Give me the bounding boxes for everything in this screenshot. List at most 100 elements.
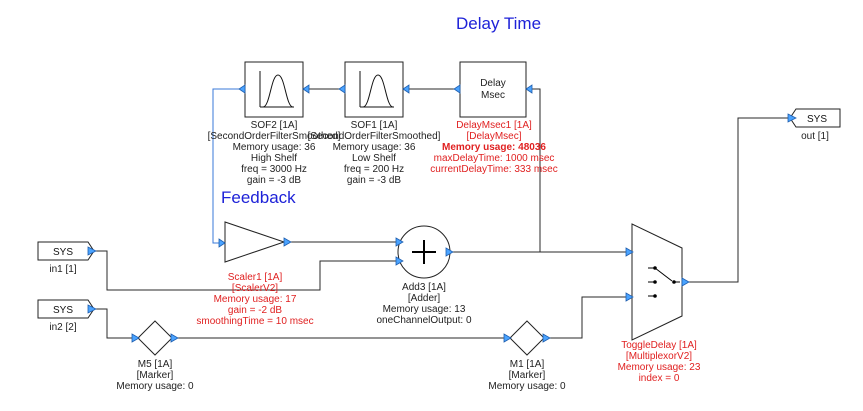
delay-memory: Memory usage: 48036 <box>442 142 546 153</box>
sof2-gain: gain = -3 dB <box>247 175 302 186</box>
delay-box-line1: Delay <box>480 78 506 89</box>
scaler-memory: Memory usage: 17 <box>214 294 297 305</box>
scaler-gain: gain = -2 dB <box>228 305 283 316</box>
m5-info: M5 [1A] [Marker] Memory usage: 0 <box>116 359 194 392</box>
toggle-input-port-1[interactable] <box>625 247 634 257</box>
adder-name: Add3 [1A] <box>402 282 446 293</box>
delay-box-line2: Msec <box>481 90 505 101</box>
m1-type: [Marker] <box>509 370 546 381</box>
wire-toggle-to-out <box>689 117 788 283</box>
input-in2[interactable]: SYS in2 [2] <box>37 299 97 333</box>
adder-input-port-2[interactable] <box>395 256 404 266</box>
toggle-input-port-2[interactable] <box>625 292 634 302</box>
sof2-input-port[interactable] <box>302 84 310 94</box>
m5-block[interactable]: M5 [1A] [Marker] Memory usage: 0 <box>116 320 194 392</box>
delay-info: DelayMsec1 [1A] [DelayMsec] Memory usage… <box>430 120 557 175</box>
m5-name: M5 [1A] <box>138 359 173 370</box>
scaler-output-port[interactable] <box>283 237 292 247</box>
sof1-block[interactable]: SOF1 [1A] [SecondOrderFilterSmoothed] Me… <box>308 61 441 186</box>
plus-icon <box>412 240 436 264</box>
toggle-trapezoid[interactable] <box>631 223 683 341</box>
m1-block[interactable]: M1 [1A] [Marker] Memory usage: 0 <box>488 320 566 392</box>
scaler-triangle[interactable] <box>224 221 286 263</box>
toggle-output-port[interactable] <box>681 277 690 287</box>
delay-time-title: Delay Time <box>456 14 541 33</box>
sof2-output-port[interactable] <box>238 84 246 94</box>
sof2-box[interactable] <box>244 61 304 118</box>
m1-memory: Memory usage: 0 <box>488 381 566 392</box>
scaler-smoothing: smoothingTime = 10 msec <box>196 316 313 327</box>
sof1-box[interactable] <box>344 61 404 118</box>
in2-label: in2 [2] <box>49 322 76 333</box>
sof2-type: [SecondOrderFilterSmoothed] <box>208 131 341 142</box>
sof1-input-port[interactable] <box>402 84 410 94</box>
toggle-memory: Memory usage: 23 <box>618 362 701 373</box>
scaler-input-port[interactable] <box>218 238 226 248</box>
adder-block[interactable]: Add3 [1A] [Adder] Memory usage: 13 oneCh… <box>376 225 472 326</box>
toggle-name: ToggleDelay [1A] <box>621 340 697 351</box>
m5-memory: Memory usage: 0 <box>116 381 194 392</box>
toggle-block[interactable]: ToggleDelay [1A] [MultiplexorV2] Memory … <box>618 223 701 384</box>
m1-diamond[interactable] <box>509 320 545 356</box>
adder-input-port-1[interactable] <box>395 237 404 247</box>
delay-name: DelayMsec1 [1A] <box>456 120 532 131</box>
sof2-info: SOF2 [1A] [SecondOrderFilterSmoothed] Me… <box>208 120 341 186</box>
scaler-block[interactable]: Scaler1 [1A] [ScalerV2] Memory usage: 17… <box>196 221 314 327</box>
m1-output-port[interactable] <box>542 333 551 343</box>
output-out[interactable]: SYS out [1] <box>787 108 841 142</box>
m5-type: [Marker] <box>137 370 174 381</box>
wire-m1-to-toggle <box>546 296 630 339</box>
in1-label: in1 [1] <box>49 264 76 275</box>
adder-info: Add3 [1A] [Adder] Memory usage: 13 oneCh… <box>376 282 472 326</box>
delay-current-time: currentDelayTime: 333 msec <box>430 164 557 175</box>
sof2-memory: Memory usage: 36 <box>233 142 316 153</box>
sof2-mode: High Shelf <box>251 153 297 164</box>
m1-info: M1 [1A] [Marker] Memory usage: 0 <box>488 359 566 392</box>
delay-type: [DelayMsec] <box>466 131 521 142</box>
in2-output-port[interactable] <box>87 304 97 314</box>
sof2-block[interactable]: SOF2 [1A] [SecondOrderFilterSmoothed] Me… <box>208 61 341 186</box>
wire-sof2-to-scaler <box>212 88 243 244</box>
sof1-memory: Memory usage: 36 <box>333 142 416 153</box>
sof1-gain: gain = -3 dB <box>347 175 402 186</box>
delay-max-time: maxDelayTime: 1000 msec <box>434 153 555 164</box>
toggle-type: [MultiplexorV2] <box>626 351 692 362</box>
bandpass-filter-icon <box>359 71 394 108</box>
switch-icon <box>648 266 680 298</box>
out-input-port[interactable] <box>787 113 797 123</box>
in1-terminal[interactable] <box>37 241 95 261</box>
in2-terminal[interactable] <box>37 299 95 319</box>
sof2-name: SOF2 [1A] <box>251 120 298 131</box>
m5-input-port[interactable] <box>131 333 140 343</box>
m5-output-port[interactable] <box>170 333 179 343</box>
m1-name: M1 [1A] <box>510 359 545 370</box>
wires <box>96 88 788 339</box>
sof1-name: SOF1 [1A] <box>351 120 398 131</box>
m1-input-port[interactable] <box>503 333 512 343</box>
scaler-type: [ScalerV2] <box>232 283 278 294</box>
delay-box[interactable] <box>459 61 527 118</box>
m5-diamond[interactable] <box>137 320 173 356</box>
scaler-name: Scaler1 [1A] <box>228 272 283 283</box>
sof1-mode: Low Shelf <box>352 153 396 164</box>
delay-input-port[interactable] <box>525 84 533 94</box>
delay-output-port[interactable] <box>453 84 461 94</box>
in1-output-port[interactable] <box>87 246 97 256</box>
in1-box-label: SYS <box>53 247 73 258</box>
wire-in1-to-adder <box>96 250 397 291</box>
out-label: out [1] <box>801 131 829 142</box>
toggle-info: ToggleDelay [1A] [MultiplexorV2] Memory … <box>618 340 701 384</box>
scaler-info: Scaler1 [1A] [ScalerV2] Memory usage: 17… <box>196 272 313 327</box>
input-in1[interactable]: SYS in1 [1] <box>37 241 97 275</box>
sof1-freq: freq = 200 Hz <box>344 164 404 175</box>
adder-output-port[interactable] <box>445 247 454 257</box>
sof1-output-port[interactable] <box>338 84 346 94</box>
sof2-freq: freq = 3000 Hz <box>241 164 307 175</box>
delay-block[interactable]: Delay Msec DelayMsec1 [1A] [DelayMsec] M… <box>430 61 558 175</box>
adder-memory: Memory usage: 13 <box>383 304 466 315</box>
adder-one-channel: oneChannelOutput: 0 <box>376 315 472 326</box>
out-box-label: SYS <box>807 114 827 125</box>
feedback-title: Feedback <box>221 188 296 207</box>
sof1-type: [SecondOrderFilterSmoothed] <box>308 131 441 142</box>
